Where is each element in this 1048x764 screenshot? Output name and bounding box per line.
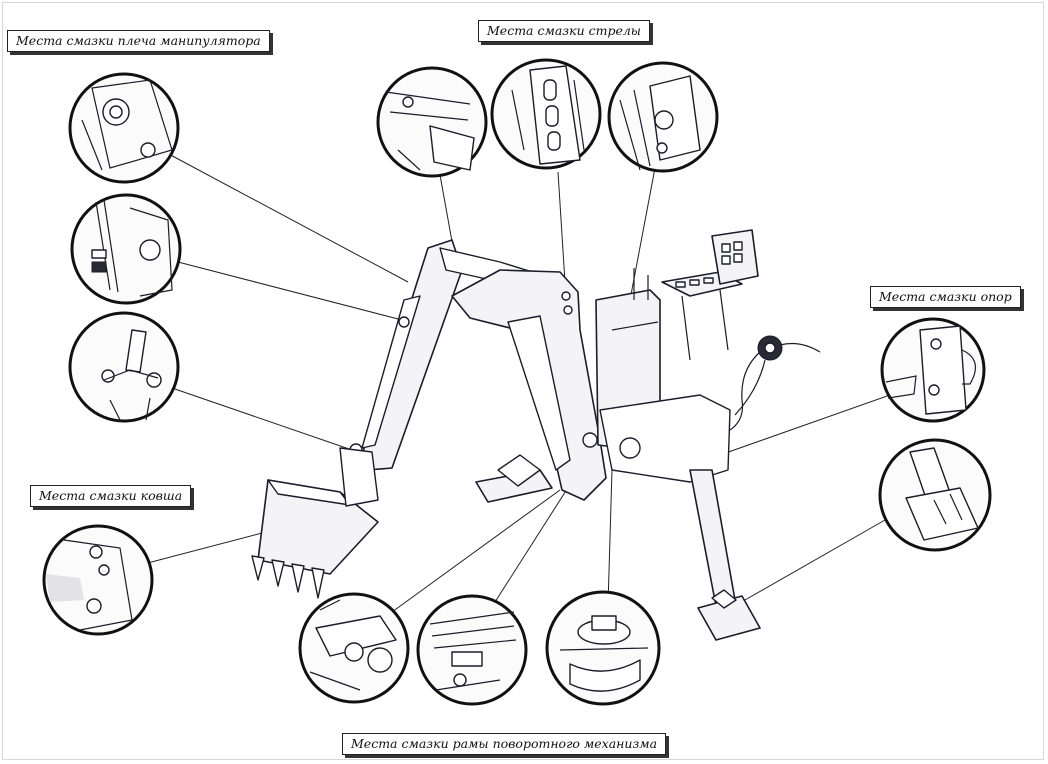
detail-bucket — [42, 524, 154, 636]
leader-outrigger-1 — [719, 394, 891, 456]
boom-foot-pin — [582, 432, 598, 448]
swing-frame — [599, 394, 731, 483]
leader-arm-pin-3 — [171, 387, 353, 451]
leader-arm-pin-1 — [164, 151, 409, 283]
detail-outrigger-2 — [878, 438, 992, 552]
left-outrigger-mount — [497, 454, 541, 487]
bucket-cylinder — [361, 295, 421, 449]
leader-boom-2 — [557, 171, 566, 283]
tower-panel-line — [611, 321, 659, 331]
detail-boom-2 — [490, 58, 602, 170]
detail-arm-pin-2 — [70, 193, 182, 305]
swing-pivot — [619, 437, 641, 459]
bucket-linkage — [339, 447, 379, 507]
bucket-teeth — [251, 555, 325, 599]
label-boom-lubrication: Места смазки стрелы — [478, 20, 650, 42]
detail-frame-3 — [545, 590, 661, 706]
pump-shaft — [764, 342, 776, 354]
label-swing-frame-lubrication: Места смазки рамы поворотного механизма — [342, 733, 667, 755]
detail-boom-3 — [607, 61, 719, 173]
detail-frame-2 — [416, 594, 528, 706]
leader-frame-3 — [607, 469, 613, 606]
boom-inner-plate — [507, 315, 571, 471]
leader-frame-1 — [391, 489, 561, 613]
hydraulic-hose-2 — [734, 359, 766, 416]
detail-arm-pin-3 — [68, 311, 180, 423]
backhoe-attachment-drawing — [251, 229, 821, 641]
right-outrigger-leg — [689, 469, 736, 607]
seat-support — [681, 289, 729, 361]
detail-frame-1 — [298, 592, 410, 704]
detail-arm-pin-1 — [68, 72, 180, 184]
pto-shaft — [779, 342, 821, 353]
boom-pin-1 — [561, 291, 571, 301]
detail-boom-1 — [376, 66, 488, 178]
leader-arm-pin-2 — [177, 261, 403, 321]
label-arm-lubrication: Места смазки плеча манипулятора — [7, 30, 270, 52]
seat-quilting — [675, 241, 743, 288]
right-outrigger-mount — [711, 589, 737, 609]
leader-outrigger-2 — [744, 519, 886, 601]
arm-grease-point-1 — [398, 316, 410, 328]
label-bucket-lubrication: Места смазки ковша — [30, 485, 192, 507]
detail-outrigger-1 — [880, 317, 986, 423]
hydraulic-hose-1 — [729, 351, 761, 431]
leader-lines — [139, 151, 891, 613]
boom-pin-2 — [563, 305, 573, 315]
label-outrigger-lubrication: Места смазки опор — [870, 286, 1021, 308]
